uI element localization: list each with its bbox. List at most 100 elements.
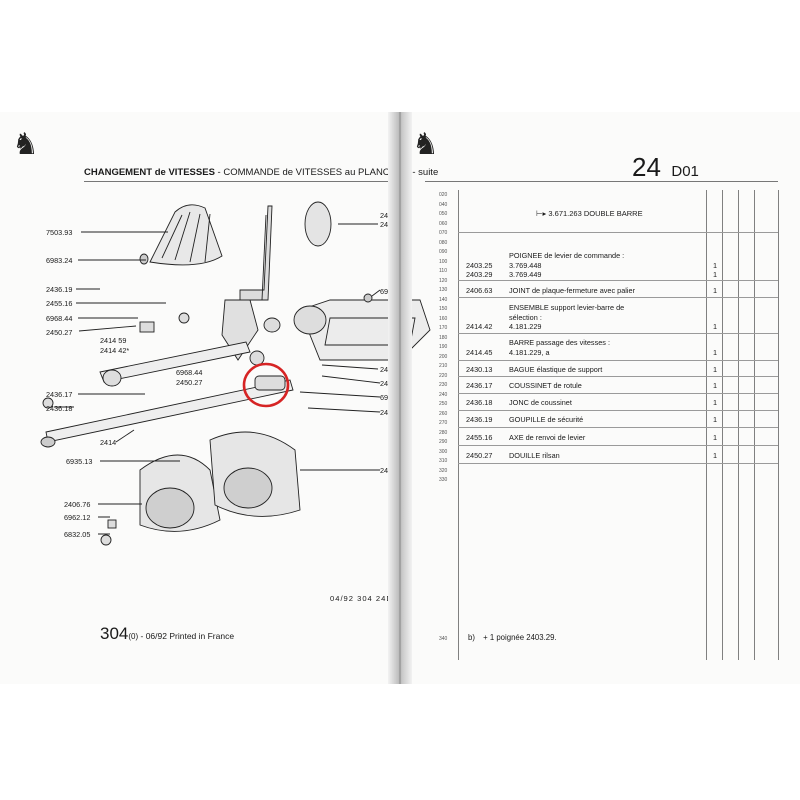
table-col-divider — [706, 190, 707, 660]
part-label: 2436.17 — [46, 390, 73, 399]
part-quantity: 1 — [713, 270, 718, 279]
line-number: 050 — [439, 211, 448, 217]
line-number: 200 — [439, 353, 448, 360]
part-quantity: 1 — [713, 398, 718, 407]
line-number: 270 — [439, 420, 448, 426]
line-number: 290 — [439, 439, 448, 445]
header-divider-left — [84, 181, 394, 182]
bottom-line-number: 340 — [439, 636, 448, 642]
part-description: sélection : — [509, 313, 542, 322]
part-label: 2414 — [100, 438, 117, 447]
part-quantity: 1 — [713, 365, 718, 374]
part-label: 6832.05 — [64, 530, 91, 539]
line-number: 020 — [439, 192, 448, 198]
part-label: 2436.19 — [46, 285, 73, 294]
row-divider — [458, 393, 778, 394]
part-description: 4.181.229 — [509, 322, 542, 331]
line-number: 040 — [439, 201, 448, 208]
line-number: 230 — [439, 382, 448, 388]
header-divider-right — [425, 181, 778, 182]
line-number: 110 — [439, 268, 447, 274]
part-description: GOUPILLE de sécurité — [509, 415, 584, 424]
part-description: DOUILLE rilsan — [509, 451, 560, 460]
footer-variant: (0) — [128, 632, 139, 641]
line-number: 330 — [439, 477, 448, 483]
part-code: 2436.18 — [466, 398, 493, 407]
book-gutter — [388, 112, 412, 684]
row-divider — [458, 427, 778, 428]
table-col-divider — [738, 190, 739, 660]
part-code: 2406.63 — [466, 286, 493, 295]
part-description: COUSSINET de rotule — [509, 381, 582, 390]
part-label: 2450.27 — [176, 378, 203, 387]
highlight-circle — [242, 362, 290, 408]
part-label: 6962.12 — [64, 513, 91, 522]
part-description: ENSEMBLE support levier-barre de — [509, 303, 625, 312]
line-number: 060 — [439, 220, 448, 227]
row-divider — [458, 410, 778, 411]
line-number: 090 — [439, 249, 448, 255]
part-quantity: 1 — [713, 451, 718, 460]
part-code: 2414.42 — [466, 322, 493, 331]
line-number: 280 — [439, 429, 448, 436]
line-number: 220 — [439, 372, 448, 379]
line-number: 160 — [439, 315, 448, 322]
line-number: 150 — [439, 306, 448, 312]
line-number: 300 — [439, 448, 448, 455]
row-divider — [458, 376, 778, 377]
left-footer: 304(0) - 06/92 Printed in France — [100, 624, 234, 644]
peugeot-lion-logo-left: ♞ — [12, 128, 39, 161]
part-label: 2455.16 — [46, 299, 73, 308]
part-description: POIGNEE de levier de commande : — [509, 251, 625, 260]
page-number: 24 — [632, 152, 661, 182]
line-number: 080 — [439, 239, 448, 246]
part-quantity: 1 — [713, 261, 718, 270]
line-number: 190 — [439, 344, 448, 350]
part-label: 2414 59 — [100, 336, 127, 345]
line-number: 240 — [439, 391, 448, 398]
row-divider — [458, 297, 778, 298]
title-rest: - COMMANDE de VITESSES au PLANCHER - sui… — [214, 167, 439, 178]
title-bold: CHANGEMENT de VITESSES — [84, 167, 215, 178]
left-page-title: CHANGEMENT de VITESSES - COMMANDE de VIT… — [84, 167, 438, 178]
line-number: 320 — [439, 467, 448, 474]
part-code: 2403.25 — [466, 261, 493, 270]
part-code: 2450.27 — [466, 451, 493, 460]
row-divider — [458, 463, 778, 464]
part-code: 2436.19 — [466, 415, 493, 424]
part-description: BAGUE élastique de support — [509, 365, 603, 374]
part-code: 2414.45 — [466, 348, 493, 357]
part-label: 6983.24 — [46, 256, 73, 265]
part-description: JONC de coussinet — [509, 398, 572, 407]
table-border-right — [778, 190, 779, 660]
arrow-icon: ⊢▸ — [536, 209, 549, 218]
footer-model: 304 — [100, 624, 129, 643]
footnote-text: + 1 poignée 2403.29. — [483, 633, 557, 642]
table-col-divider — [722, 190, 723, 660]
row-divider — [458, 280, 778, 281]
part-quantity: 1 — [713, 381, 718, 390]
part-quantity: 1 — [713, 348, 718, 357]
line-number: 210 — [439, 363, 448, 369]
part-label: 2406.76 — [64, 500, 91, 509]
line-number: 120 — [439, 277, 448, 284]
peugeot-lion-logo-right: ♞ — [412, 128, 439, 161]
row-divider — [458, 360, 778, 361]
top-line-text: 3.671.263 DOUBLE BARRE — [548, 209, 643, 218]
table-border-left — [458, 190, 459, 660]
part-label: 2450.27 — [46, 328, 73, 337]
line-number: 180 — [439, 334, 448, 341]
row-divider — [458, 333, 778, 334]
part-label: 2414 42* — [100, 346, 130, 355]
line-number: 070 — [439, 230, 448, 236]
line-number: 130 — [439, 287, 448, 293]
part-label: 6968.44 — [46, 314, 73, 323]
page-number-block: 24 D01 — [632, 152, 699, 183]
part-code: 2430.13 — [466, 365, 493, 374]
part-code: 2455.16 — [466, 433, 493, 442]
part-quantity: 1 — [713, 433, 718, 442]
part-code: 2436.17 — [466, 381, 493, 390]
part-quantity: 1 — [713, 415, 718, 424]
table-col-divider — [754, 190, 755, 660]
part-description: BARRE passage des vitesses : — [509, 338, 610, 347]
